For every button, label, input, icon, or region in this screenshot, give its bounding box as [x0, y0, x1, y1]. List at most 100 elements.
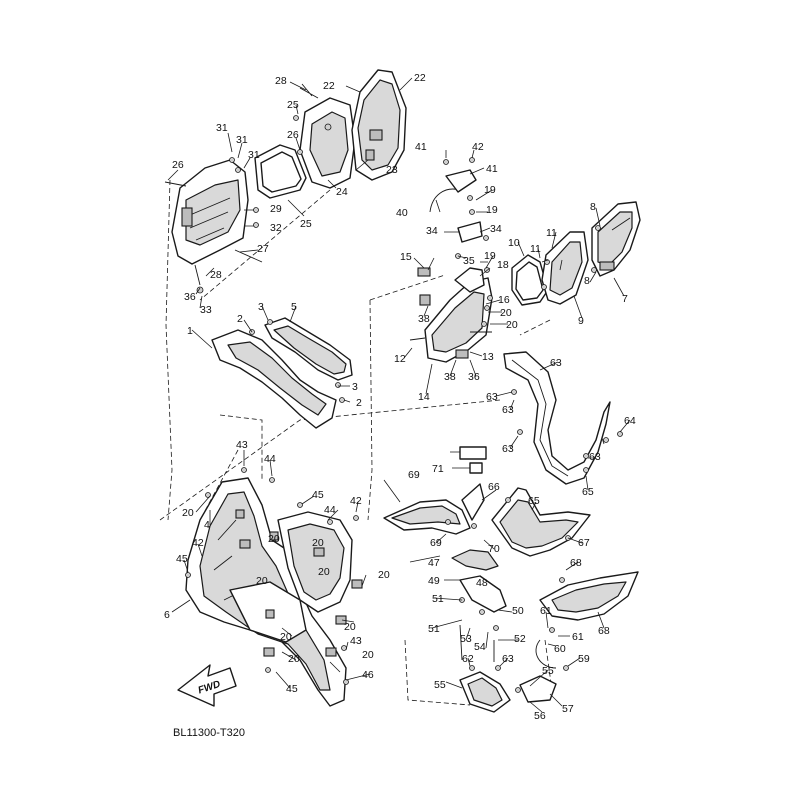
callout-number: 34	[490, 223, 502, 235]
callout-number: 10	[508, 237, 520, 249]
callout-number: 2	[237, 313, 243, 325]
part-62-rail	[503, 351, 623, 485]
callout-number: 35	[463, 255, 475, 267]
callout-number: 20	[256, 575, 268, 587]
part-55-56-bracket	[515, 627, 569, 703]
part-54-lower-trim	[459, 624, 511, 713]
part-21-lid	[299, 69, 407, 181]
callout-number: 20	[280, 631, 292, 643]
callout-number: 65	[528, 495, 540, 507]
callout-number: 65	[582, 486, 594, 498]
callout-number: 32	[270, 222, 282, 234]
callout-number: 45	[176, 553, 188, 565]
callout-number: 28	[275, 75, 287, 87]
callout-number: 20	[500, 307, 512, 319]
part-23-lid-frame	[293, 97, 356, 189]
part-6-leg-shield	[185, 467, 363, 707]
part-10-gasket	[511, 254, 549, 306]
callout-number: 44	[324, 504, 336, 516]
callout-number: 46	[362, 669, 374, 681]
part-9-cover-frame	[541, 231, 589, 305]
callout-number: 24	[336, 186, 348, 198]
callout-number: 3	[258, 301, 264, 313]
callout-number: 47	[428, 557, 440, 569]
callout-number: 66	[488, 481, 500, 493]
callout-number: 23	[386, 164, 398, 176]
callout-number: 29	[270, 203, 282, 215]
callout-number: 8	[590, 201, 596, 213]
callout-number: 42	[472, 141, 484, 153]
part-7-side-cover	[591, 201, 641, 277]
callout-number: 41	[486, 163, 498, 175]
callout-number: 42	[192, 537, 204, 549]
part-39-40-bracket	[429, 157, 489, 259]
part-46-47-trim	[451, 549, 507, 631]
callout-number: 36	[184, 291, 196, 303]
callout-number: 7	[622, 293, 628, 305]
callout-number: 68	[598, 625, 610, 637]
callout-number: 61	[572, 631, 584, 643]
callout-number: 19	[484, 250, 496, 262]
callout-number: 55	[434, 679, 446, 691]
callout-number: 45	[286, 683, 298, 695]
callout-number: 31	[248, 149, 260, 161]
callout-number: 22	[323, 80, 335, 92]
callout-number: 20	[506, 319, 518, 331]
callout-number: 9	[578, 315, 584, 327]
callout-number: 20	[318, 566, 330, 578]
callout-number: 67	[578, 537, 590, 549]
callout-number: 50	[512, 605, 524, 617]
callout-number: 20	[268, 533, 280, 545]
callout-number: 20	[362, 649, 374, 661]
callout-number: 56	[534, 710, 546, 722]
callout-number: 28	[210, 269, 222, 281]
callout-number: 68	[570, 557, 582, 569]
callout-number: 22	[414, 72, 426, 84]
callout-number: 70	[488, 543, 500, 555]
callout-number: 20	[182, 507, 194, 519]
callout-number: 52	[514, 633, 526, 645]
callout-number: 12	[394, 353, 406, 365]
callout-number: 20	[312, 537, 324, 549]
part-13-center-console	[409, 267, 493, 363]
callout-number: 45	[312, 489, 324, 501]
callout-number: 20	[288, 653, 300, 665]
part-66-side-panel	[539, 571, 639, 621]
callout-number: 25	[300, 218, 312, 230]
callout-number: 3	[352, 381, 358, 393]
part-27-inner-cover	[164, 157, 263, 294]
callout-number: 38	[418, 313, 430, 325]
callout-number: 26	[172, 159, 184, 171]
callout-number: 11	[530, 243, 541, 255]
callout-number: 6	[164, 609, 170, 621]
callout-number: 31	[236, 134, 248, 146]
callout-number: 63	[550, 357, 562, 369]
callout-number: 63	[502, 443, 514, 455]
callout-number: 36	[468, 371, 480, 383]
callout-number: 19	[484, 184, 496, 196]
callout-number: 20	[344, 621, 356, 633]
callout-number: 4	[204, 519, 210, 531]
callout-number: 34	[426, 225, 438, 237]
callout-number: 51	[432, 593, 444, 605]
callout-number: 20	[378, 569, 390, 581]
callout-number: 16	[498, 294, 510, 306]
callout-number: 62	[462, 653, 474, 665]
callout-number: 55	[542, 665, 554, 677]
callout-number: 48	[476, 577, 488, 589]
assembly-guide-lines	[159, 179, 553, 706]
callout-number: 5	[291, 301, 297, 313]
callout-number: 54	[474, 641, 486, 653]
callout-number: 60	[554, 643, 566, 655]
callout-number: 8	[584, 275, 590, 287]
callout-number: 14	[418, 391, 430, 403]
callout-number: 18	[497, 259, 509, 271]
callout-number: 2	[356, 397, 362, 409]
callout-number: 49	[428, 575, 440, 587]
callout-number: 26	[287, 129, 299, 141]
part-1-upper-inner-panel	[211, 317, 353, 429]
callout-leaders	[167, 77, 631, 713]
callout-number: 27	[257, 243, 269, 255]
callout-number: 41	[415, 141, 427, 153]
